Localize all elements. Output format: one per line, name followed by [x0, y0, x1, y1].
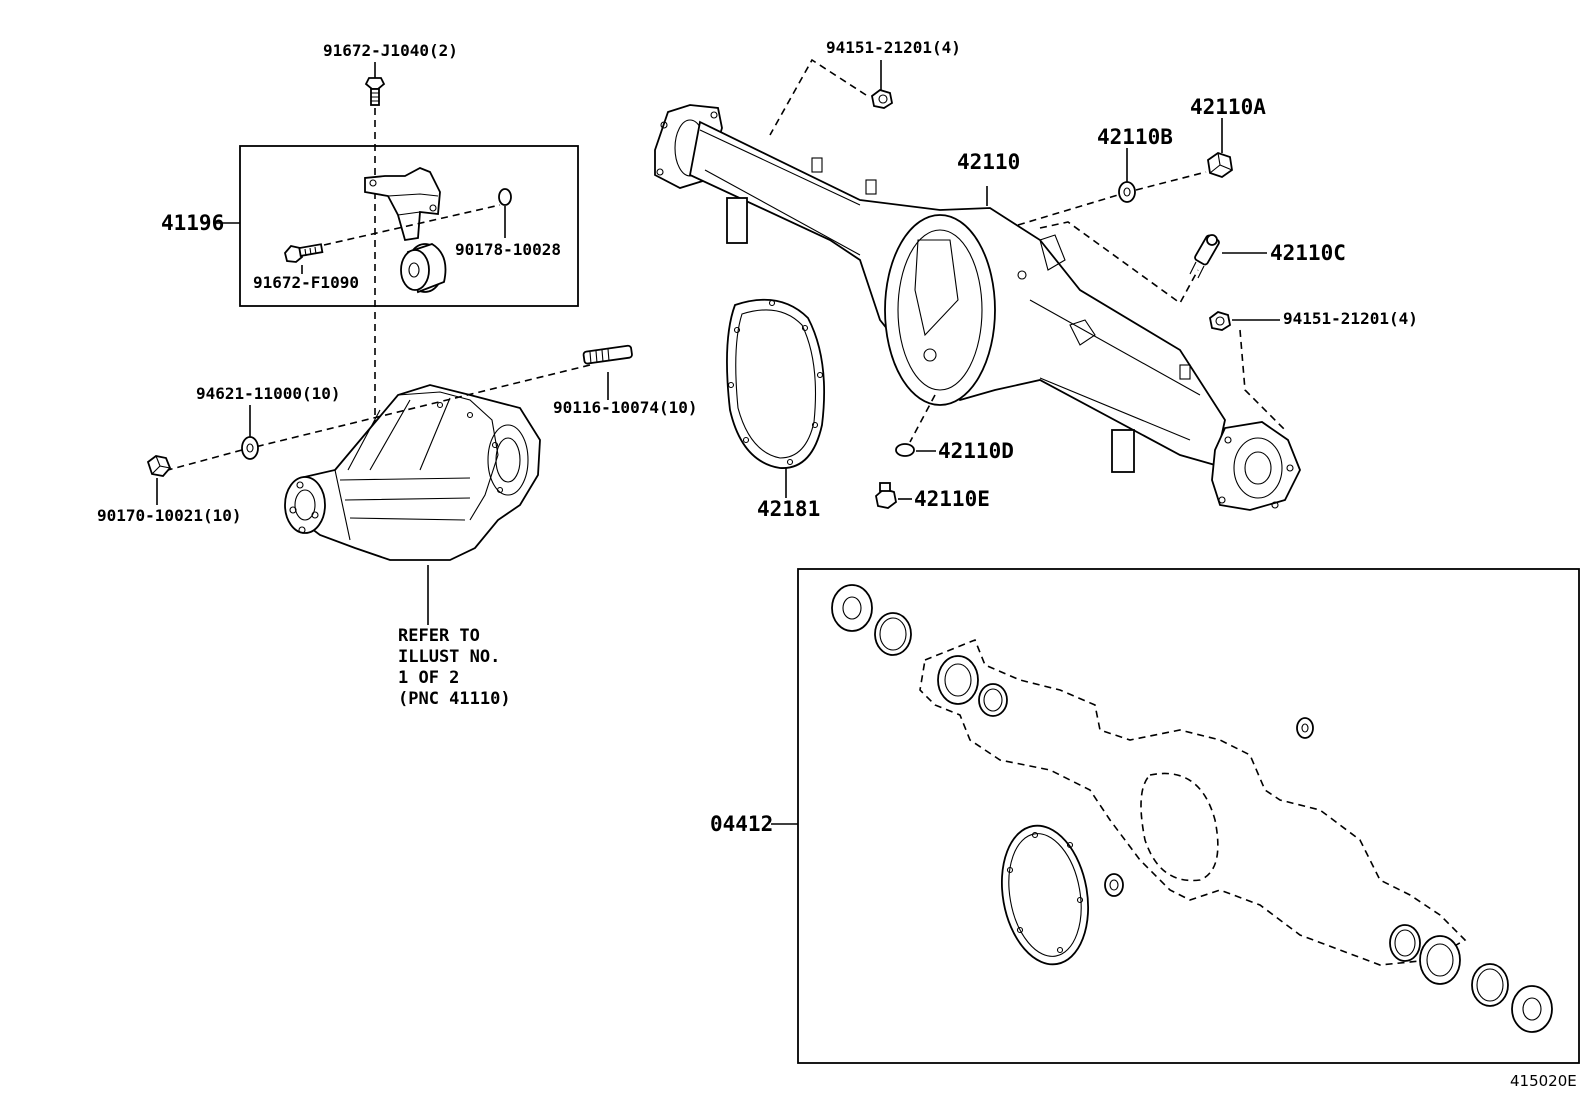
label-plug-a: 42110A: [1190, 95, 1266, 119]
label-washer-d: 42110D: [938, 439, 1014, 463]
nut-right-part: [1209, 311, 1232, 331]
bracket-part: [364, 167, 441, 242]
gasket-kit-parts: [831, 584, 1553, 1033]
label-gasket-kit: 04412: [710, 812, 774, 836]
gasket-kit-box: [797, 568, 1580, 1064]
label-housing: 42110: [957, 150, 1021, 174]
label-breather-c: 42110C: [1270, 241, 1346, 265]
refer-note: REFER TO ILLUST NO. 1 OF 2 (PNC 41110): [398, 626, 511, 710]
label-stud: 90116-10074(10): [553, 398, 698, 417]
axle-housing-part: [654, 104, 1301, 511]
washer-side-part: [498, 188, 512, 206]
label-gasket: 42181: [757, 497, 821, 521]
label-bolt-side: 91672-F1090: [253, 273, 359, 292]
washer-b-part: [1118, 181, 1136, 203]
label-washer-side: 90178-10028: [455, 240, 561, 259]
label-plug-e: 42110E: [914, 487, 990, 511]
breather-c-part: [1189, 234, 1220, 279]
cushion-part: [400, 243, 447, 294]
refer-note-line-1: REFER TO: [398, 626, 480, 646]
differential-carrier-part: [284, 384, 541, 561]
bolt-top-part: [364, 77, 386, 106]
refer-note-line-2: ILLUST NO.: [398, 647, 501, 667]
label-bolt-top: 91672-J1040(2): [323, 41, 458, 60]
washer-d-part: [895, 443, 915, 457]
label-bracket-assy: 41196: [161, 211, 225, 235]
label-washer-b: 42110B: [1097, 125, 1173, 149]
label-nut-top: 94151-21201(4): [826, 38, 961, 57]
washer-main-part: [241, 436, 259, 460]
plug-a-part: [1207, 152, 1233, 178]
figure-number: 415020E: [1510, 1072, 1577, 1090]
refer-note-line-3: 1 OF 2: [398, 668, 460, 688]
stud-part: [582, 344, 633, 365]
plug-e-part: [875, 482, 897, 509]
bracket-group-box: [239, 145, 579, 307]
refer-note-line-4: (PNC 41110): [398, 689, 511, 709]
nut-top-part: [871, 89, 894, 109]
label-washer-main: 94621-11000(10): [196, 384, 341, 403]
bolt-side-part: [284, 243, 324, 263]
label-nut-right: 94151-21201(4): [1283, 309, 1418, 328]
label-nut-main: 90170-10021(10): [97, 506, 242, 525]
gasket-part: [726, 298, 826, 469]
nut-main-part: [146, 455, 172, 477]
